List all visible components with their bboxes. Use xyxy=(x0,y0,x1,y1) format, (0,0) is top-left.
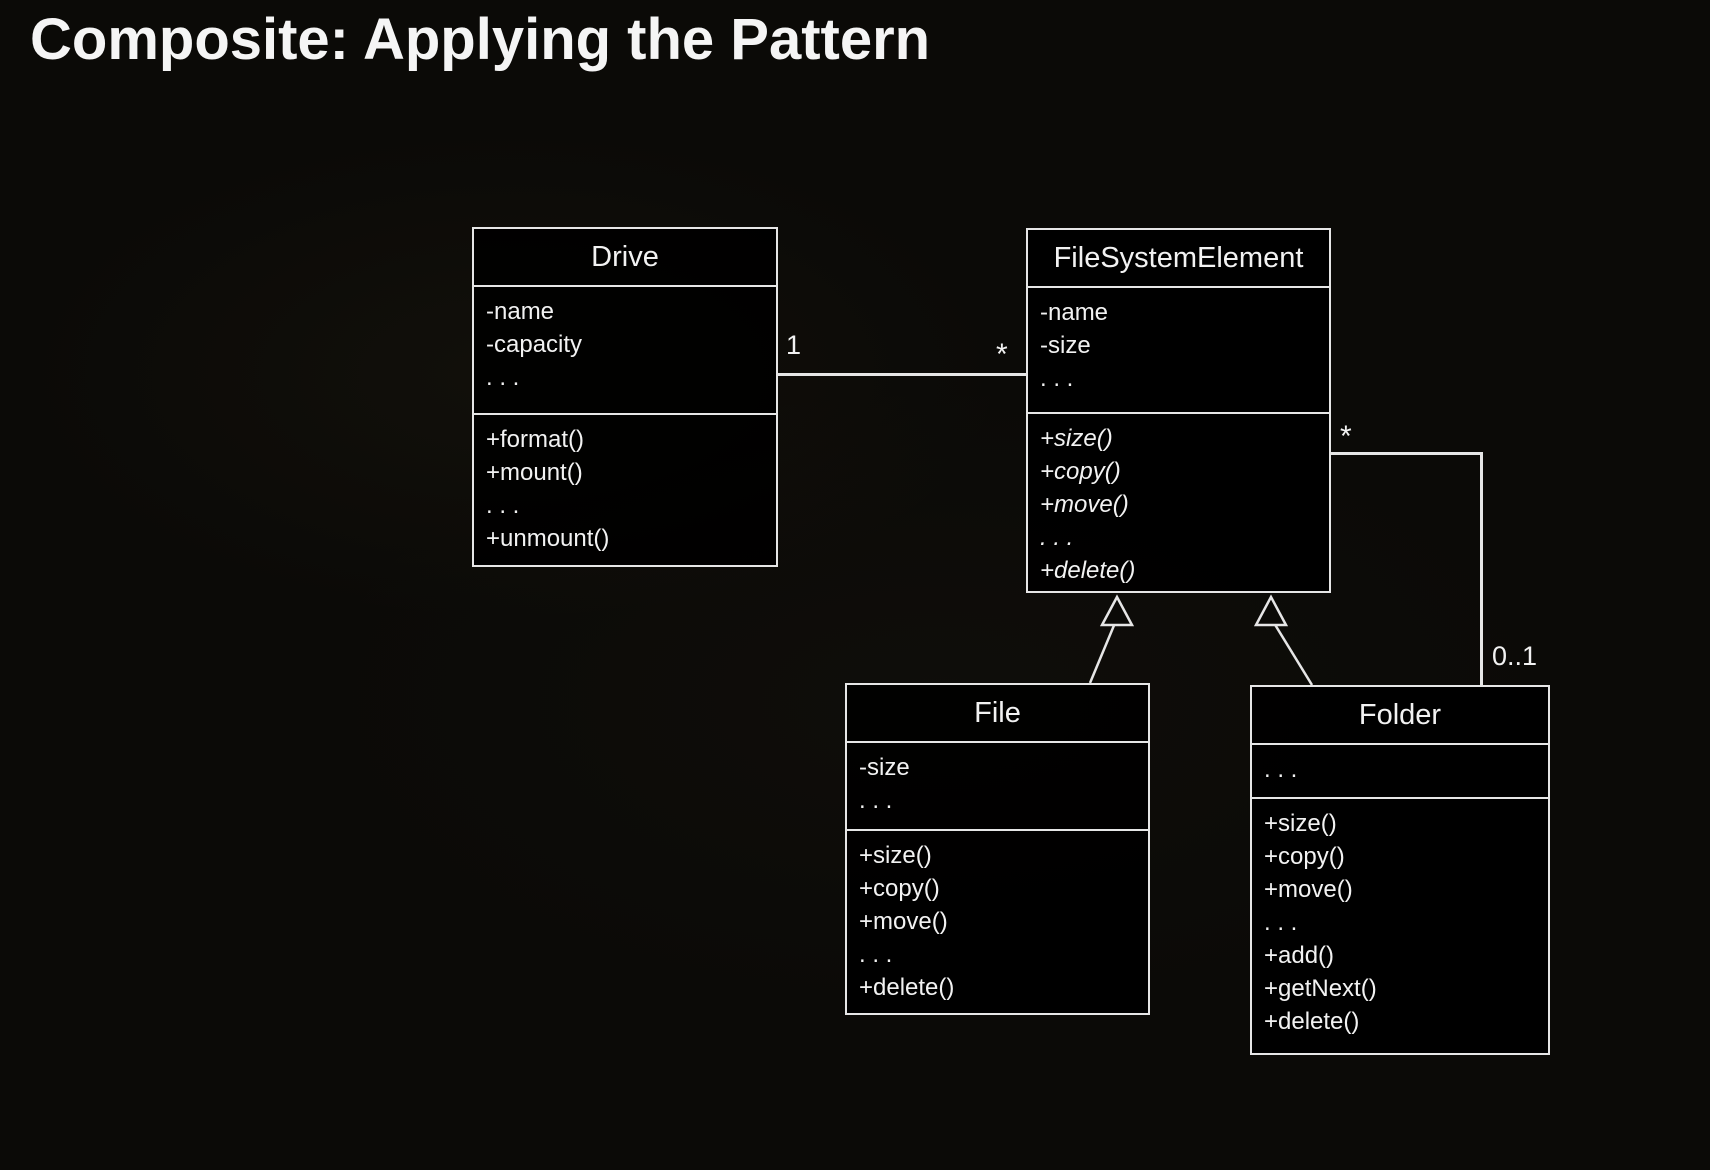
class-folder: Folder . . . +size() +copy() +move() . .… xyxy=(1250,685,1550,1055)
attribute: . . . xyxy=(486,364,520,391)
method: +size() xyxy=(1264,810,1337,837)
generalization-folder-line xyxy=(1272,622,1314,686)
method: . . . xyxy=(1040,524,1074,551)
method: +delete() xyxy=(1264,1008,1360,1035)
association-fse-folder-vertical xyxy=(1480,452,1483,685)
generalization-file-line xyxy=(1088,622,1117,684)
class-filesystemelement-methods: +size() +copy() +move() . . . +delete() xyxy=(1028,412,1329,595)
attribute: . . . xyxy=(1040,365,1074,392)
multiplicity-folder-end: 0..1 xyxy=(1492,641,1538,671)
method: . . . xyxy=(859,941,893,968)
method: +getNext() xyxy=(1264,975,1377,1002)
method: +delete() xyxy=(1040,557,1136,584)
attribute: -size xyxy=(859,754,910,781)
class-filesystemelement-name: FileSystemElement xyxy=(1028,230,1329,288)
class-drive-methods: +format() +mount() . . . +unmount() xyxy=(474,413,776,565)
slide-title: Composite: Applying the Pattern xyxy=(30,7,931,72)
class-filesystemelement-attributes: -name -size . . . xyxy=(1028,288,1329,412)
generalization-file-arrowhead xyxy=(1099,594,1135,627)
method: +move() xyxy=(1264,876,1353,903)
attribute: -capacity xyxy=(486,331,583,358)
class-drive-attributes: -name -capacity . . . xyxy=(474,287,776,413)
method: +mount() xyxy=(486,459,583,486)
method: . . . xyxy=(486,492,520,519)
association-fse-folder-horizontal xyxy=(1331,452,1483,455)
class-folder-methods: +size() +copy() +move() . . . +add() +ge… xyxy=(1252,797,1548,1053)
class-file-attributes: -size . . . xyxy=(847,743,1148,829)
attribute: -size xyxy=(1040,332,1091,359)
association-drive-fse-line xyxy=(778,373,1026,376)
method: +copy() xyxy=(1040,458,1121,485)
multiplicity-fse-end: * xyxy=(996,338,1008,371)
class-folder-name: Folder xyxy=(1252,687,1548,745)
class-filesystemelement: FileSystemElement -name -size . . . +siz… xyxy=(1026,228,1331,593)
multiplicity-fse-folder-star: * xyxy=(1340,420,1352,453)
method: . . . xyxy=(1264,909,1298,936)
method: +format() xyxy=(486,426,585,453)
method: +delete() xyxy=(859,974,955,1001)
attribute: . . . xyxy=(1264,756,1298,783)
attribute: . . . xyxy=(859,787,893,814)
method: +move() xyxy=(859,908,948,935)
class-file-name: File xyxy=(847,685,1148,743)
method: +size() xyxy=(1040,425,1113,452)
class-file: File -size . . . +size() +copy() +move()… xyxy=(845,683,1150,1015)
method: +size() xyxy=(859,842,932,869)
method: +move() xyxy=(1040,491,1129,518)
class-drive-name: Drive xyxy=(474,229,776,287)
method: +copy() xyxy=(859,875,940,902)
class-file-methods: +size() +copy() +move() . . . +delete() xyxy=(847,829,1148,1013)
method: +unmount() xyxy=(486,525,610,552)
generalization-folder-arrowhead xyxy=(1253,594,1289,627)
multiplicity-drive-end: 1 xyxy=(786,330,802,360)
class-drive: Drive -name -capacity . . . +format() +m… xyxy=(472,227,778,567)
method: +add() xyxy=(1264,942,1335,969)
method: +copy() xyxy=(1264,843,1345,870)
attribute: -name xyxy=(486,298,555,325)
attribute: -name xyxy=(1040,299,1109,326)
class-folder-attributes: . . . xyxy=(1252,745,1548,797)
